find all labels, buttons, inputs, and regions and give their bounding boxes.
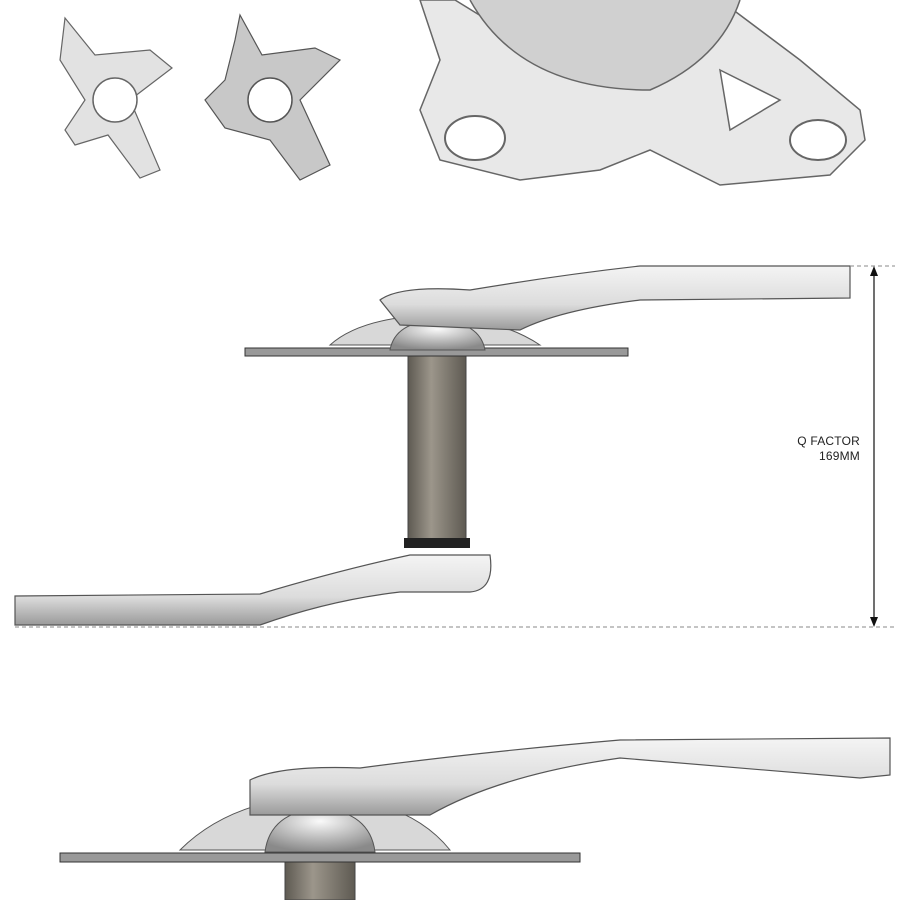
- spindle: [407, 344, 467, 546]
- bearing-seal: [404, 538, 470, 548]
- arrow-up-icon: [870, 266, 878, 276]
- crank-arm-right: [379, 265, 851, 331]
- q-factor-title: Q FACTOR: [797, 434, 860, 448]
- chainring: [244, 347, 629, 357]
- spider-small-left: [59, 16, 173, 179]
- spider-closeup: [419, 0, 866, 186]
- crank-arm-left: [14, 554, 492, 626]
- q-factor-label: Q FACTOR 169MM: [797, 434, 860, 464]
- crankset-front-view: [14, 265, 895, 628]
- q-factor-value: 169MM: [818, 449, 860, 463]
- crankset-closeup-view: [59, 737, 891, 900]
- arrow-down-icon: [870, 617, 878, 627]
- spider-small-right: [204, 13, 342, 181]
